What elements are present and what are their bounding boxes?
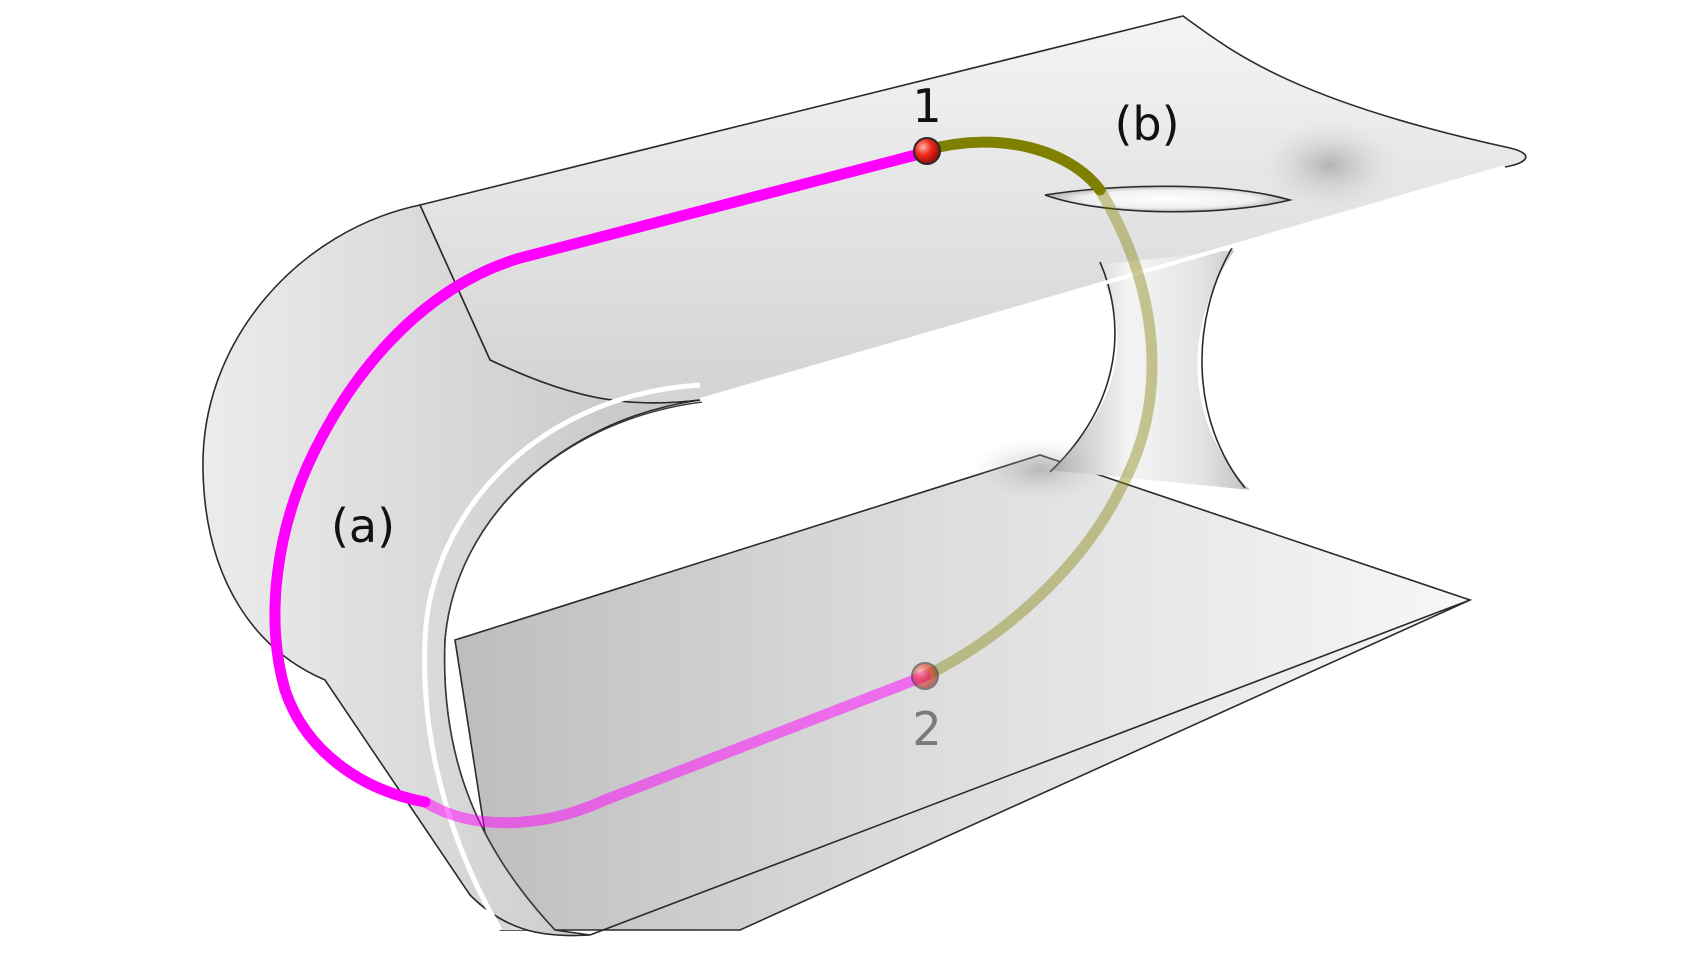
- path-b-hidden: [919, 184, 1158, 682]
- path-b-visible: [921, 136, 1106, 196]
- wall-lip-shadow: [443, 401, 703, 931]
- point-1-label: 1: [912, 79, 941, 133]
- neck-right-contour: [1201, 247, 1246, 489]
- point-1-marker: [913, 137, 941, 165]
- point-2-label: 2: [912, 702, 941, 756]
- top-sheet-edge: [699, 165, 1506, 402]
- path-a-visible: [269, 146, 933, 808]
- saddle-shade-bottom: [970, 438, 1110, 502]
- saddle-shade-top: [1260, 120, 1400, 210]
- path-a-label: (a): [331, 499, 395, 553]
- wall-lip: [422, 382, 701, 932]
- bottom-sheet: [454, 454, 1473, 931]
- path-b-label: (b): [1114, 97, 1179, 151]
- hyperbolic-neck: [1050, 250, 1250, 490]
- path-a-hidden: [419, 670, 931, 829]
- hole-opening: [1044, 185, 1294, 213]
- bottom-sheet-edge: [589, 599, 1471, 936]
- point-2-marker: [911, 662, 939, 690]
